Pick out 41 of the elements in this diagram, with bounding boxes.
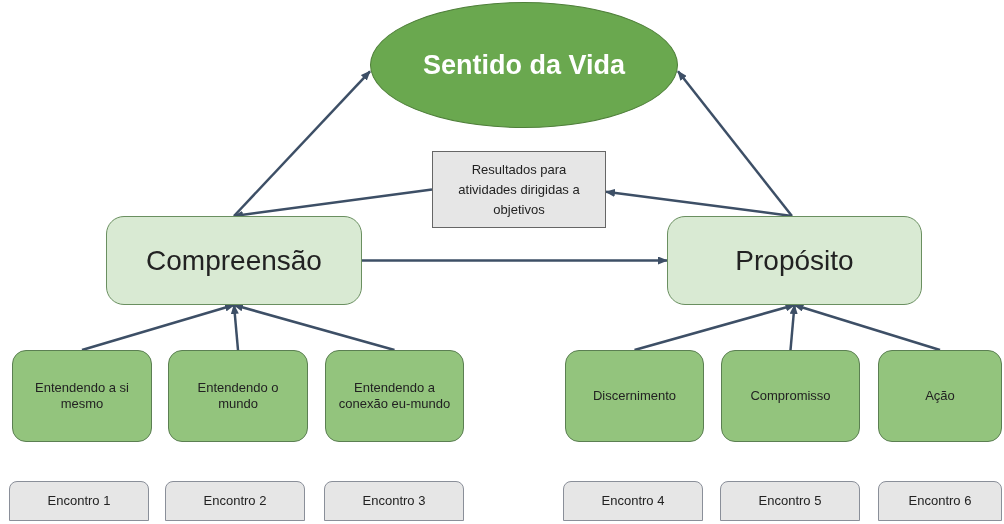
concept-box (667, 216, 922, 305)
session-box (720, 481, 860, 521)
node-label: Entendendo a si mesmo (34, 380, 130, 412)
node-label: Compromisso (750, 388, 831, 404)
session-box (165, 481, 305, 521)
session-box (563, 481, 703, 521)
node-label: Entendendo a conexão eu-mundo (337, 380, 452, 412)
node-label: Sentido da Vida (422, 49, 625, 82)
node-label: Encontro 6 (908, 492, 972, 511)
topic-box (168, 350, 308, 442)
arrow (81, 303, 235, 352)
node-label: Encontro 2 (203, 492, 267, 511)
arrow (793, 303, 941, 352)
arrow (233, 70, 371, 217)
node-label: Discernimento (592, 388, 677, 404)
session-box (878, 481, 1002, 521)
concept-box (106, 216, 362, 305)
node-label: Ação (925, 388, 955, 404)
arrow (230, 304, 240, 351)
topic-box (325, 350, 464, 442)
arrow (634, 303, 796, 352)
node-label: Encontro 1 (47, 492, 111, 511)
node-label: Encontro 5 (758, 492, 822, 511)
arrow (677, 70, 793, 217)
topic-box (878, 350, 1002, 442)
arrow (605, 189, 793, 218)
session-box (9, 481, 149, 521)
topic-box (721, 350, 860, 442)
topic-box (12, 350, 152, 442)
topic-box (565, 350, 704, 442)
node-label: Encontro 3 (362, 492, 426, 511)
node-label: Encontro 4 (601, 492, 665, 511)
arrow (362, 256, 668, 265)
arrow (789, 304, 798, 351)
node-label: Propósito (735, 243, 854, 278)
node-label: Resultados para atividades dirigidas a objetivos (457, 160, 581, 219)
session-box (324, 481, 464, 521)
arrow (233, 303, 395, 352)
note-box (432, 151, 606, 228)
node-label: Compreensão (146, 243, 322, 278)
node-label: Entendendo o mundo (196, 380, 280, 412)
